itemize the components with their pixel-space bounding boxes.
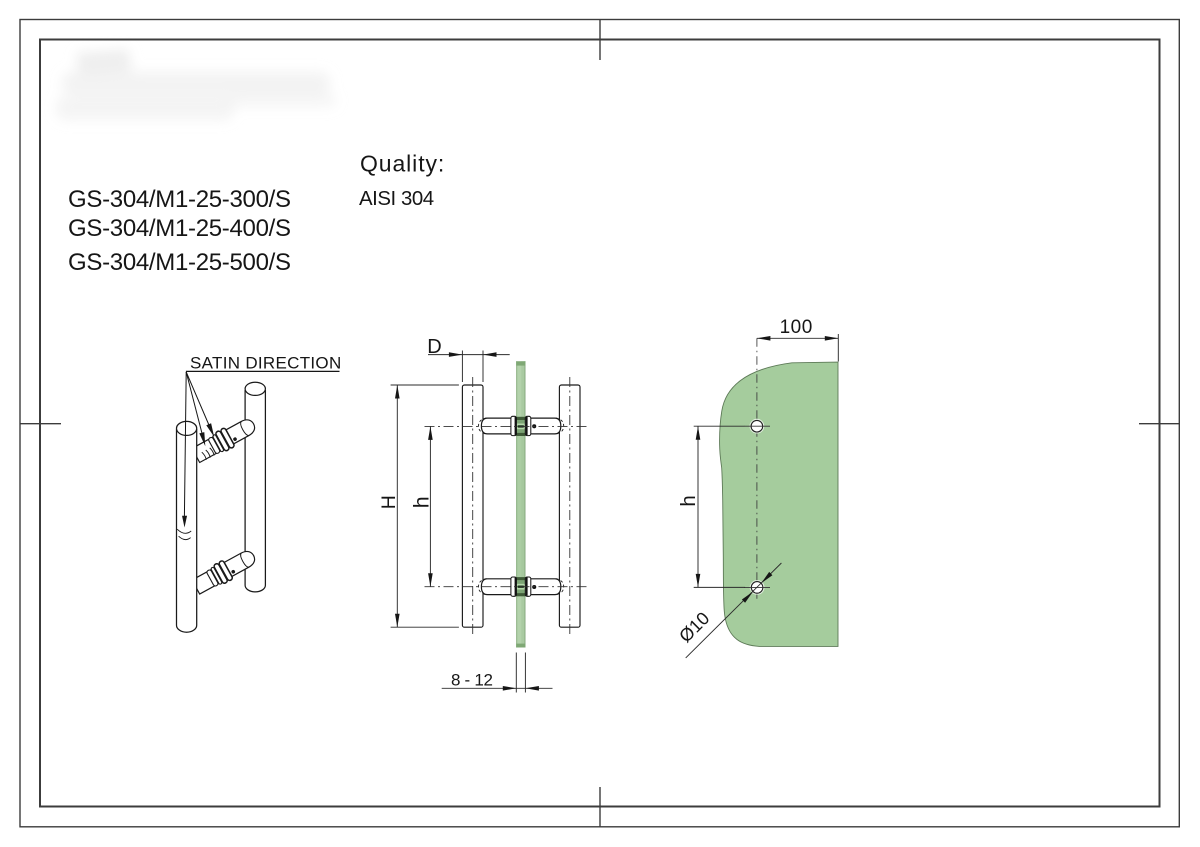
svg-text:8 - 12: 8 - 12 <box>451 670 493 689</box>
svg-text:SATIN DIRECTION: SATIN DIRECTION <box>190 353 342 372</box>
svg-text:GS-304/M1-25-300/S: GS-304/M1-25-300/S <box>68 186 291 213</box>
svg-text:AISI 304: AISI 304 <box>359 188 434 210</box>
svg-text:h: h <box>409 496 433 508</box>
svg-text:Ø10: Ø10 <box>675 608 713 646</box>
svg-text:H: H <box>378 495 400 509</box>
svg-text:D: D <box>427 336 441 358</box>
svg-text:GS-304/M1-25-500/S: GS-304/M1-25-500/S <box>68 249 291 276</box>
svg-text:Quality:: Quality: <box>360 151 445 177</box>
svg-text:100: 100 <box>780 317 813 338</box>
svg-text:h: h <box>678 495 700 506</box>
svg-text:GS-304/M1-25-400/S: GS-304/M1-25-400/S <box>68 215 291 242</box>
